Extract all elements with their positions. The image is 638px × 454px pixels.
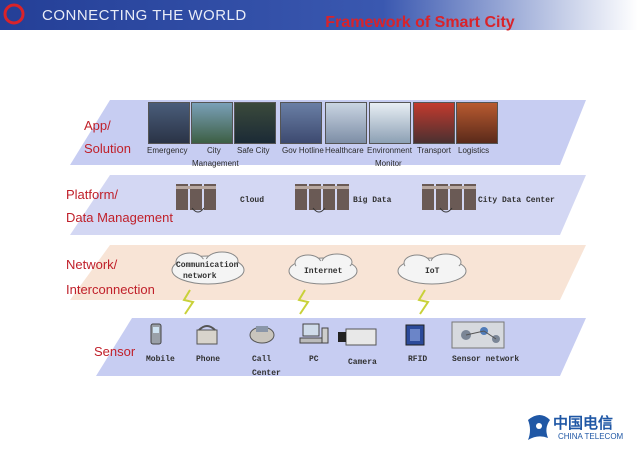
sensor-layer-label: Sensor [94, 344, 136, 359]
emergency-thumbnail [148, 102, 190, 144]
network-item-label: IoT [425, 267, 440, 276]
platform-item-label: Big Data [353, 196, 392, 205]
sensor-item-label: Camera [348, 358, 377, 367]
sensor-layer-band [96, 318, 586, 376]
sensor-item-label: Call [252, 355, 272, 364]
network-item-label-sub: network [183, 272, 217, 281]
phone-icon [196, 325, 218, 345]
camera-icon [338, 328, 377, 346]
app-item-label: Transport [417, 146, 451, 155]
platform-layer-label-line1: Platform/ [66, 187, 119, 202]
sensor-network-icon [451, 321, 505, 349]
app-item-label: Safe City [237, 146, 270, 155]
banner-background [0, 0, 638, 30]
call-center-icon [249, 326, 275, 344]
sensor-item-label: RFID [408, 355, 428, 364]
page-title: Framework of Smart City [325, 14, 515, 31]
app-item-label: City [207, 146, 221, 155]
app-item-label: Emergency [147, 146, 188, 155]
app-layer-label-line1: App/ [84, 118, 111, 133]
app-item-label: Gov Hotline [282, 146, 324, 155]
internet-cloud-icon [288, 253, 358, 285]
network-item-label: Communication [176, 261, 239, 270]
connector-lightning-3 [417, 289, 430, 315]
connector-lightning-1 [182, 289, 195, 315]
app-layer-label-line2: Solution [84, 141, 131, 156]
sensor-item-label-sub: Center [252, 369, 281, 378]
logo-chinese-text: 中国电信 [553, 414, 614, 432]
app-item-label: Logistics [458, 146, 490, 155]
logistics-thumbnail [456, 102, 498, 144]
platform-layer-label-line2: Data Management [66, 210, 173, 225]
bigdata-server-icon [295, 184, 349, 213]
sensor-item-label: PC [309, 355, 319, 364]
banner-logo-mark [3, 3, 25, 25]
platform-item-label: City Data Center [478, 196, 555, 205]
network-layer-label-line1: Network/ [66, 257, 118, 272]
network-item-label: Internet [304, 267, 343, 276]
datacenter-server-icon [422, 184, 476, 213]
china-telecom-logo-icon [528, 415, 550, 440]
top-banner: CONNECTING THE WORLD [0, 0, 638, 30]
app-item-label: Healthcare [325, 146, 364, 155]
transport-thumbnail [413, 102, 455, 144]
app-item-label-sub: Monitor [375, 159, 402, 168]
city-management-thumbnail [191, 102, 233, 144]
rfid-icon [405, 324, 425, 346]
connector-lightning-2 [297, 289, 310, 315]
app-item-label: Environment [367, 146, 412, 155]
pc-icon [299, 323, 329, 344]
safe-city-thumbnail [234, 102, 276, 144]
sensor-item-label: Mobile [146, 355, 175, 364]
logo-english-text: CHINA TELECOM [558, 432, 624, 441]
mobile-icon [150, 323, 162, 345]
network-layer-label-line2: Interconnection [66, 282, 155, 297]
app-item-label-sub: Management [192, 159, 239, 168]
cloud-server-icon [176, 184, 216, 213]
environment-monitor-thumbnail [369, 102, 411, 144]
healthcare-thumbnail [325, 102, 367, 144]
gov-hotline-thumbnail [280, 102, 322, 144]
platform-item-label: Cloud [240, 196, 265, 205]
sensor-item-label: Phone [196, 355, 221, 364]
communication-cloud-icon [171, 251, 245, 285]
iot-cloud-icon [397, 253, 467, 285]
sensor-item-label: Sensor network [452, 355, 520, 364]
banner-tagline: CONNECTING THE WORLD [42, 7, 247, 24]
